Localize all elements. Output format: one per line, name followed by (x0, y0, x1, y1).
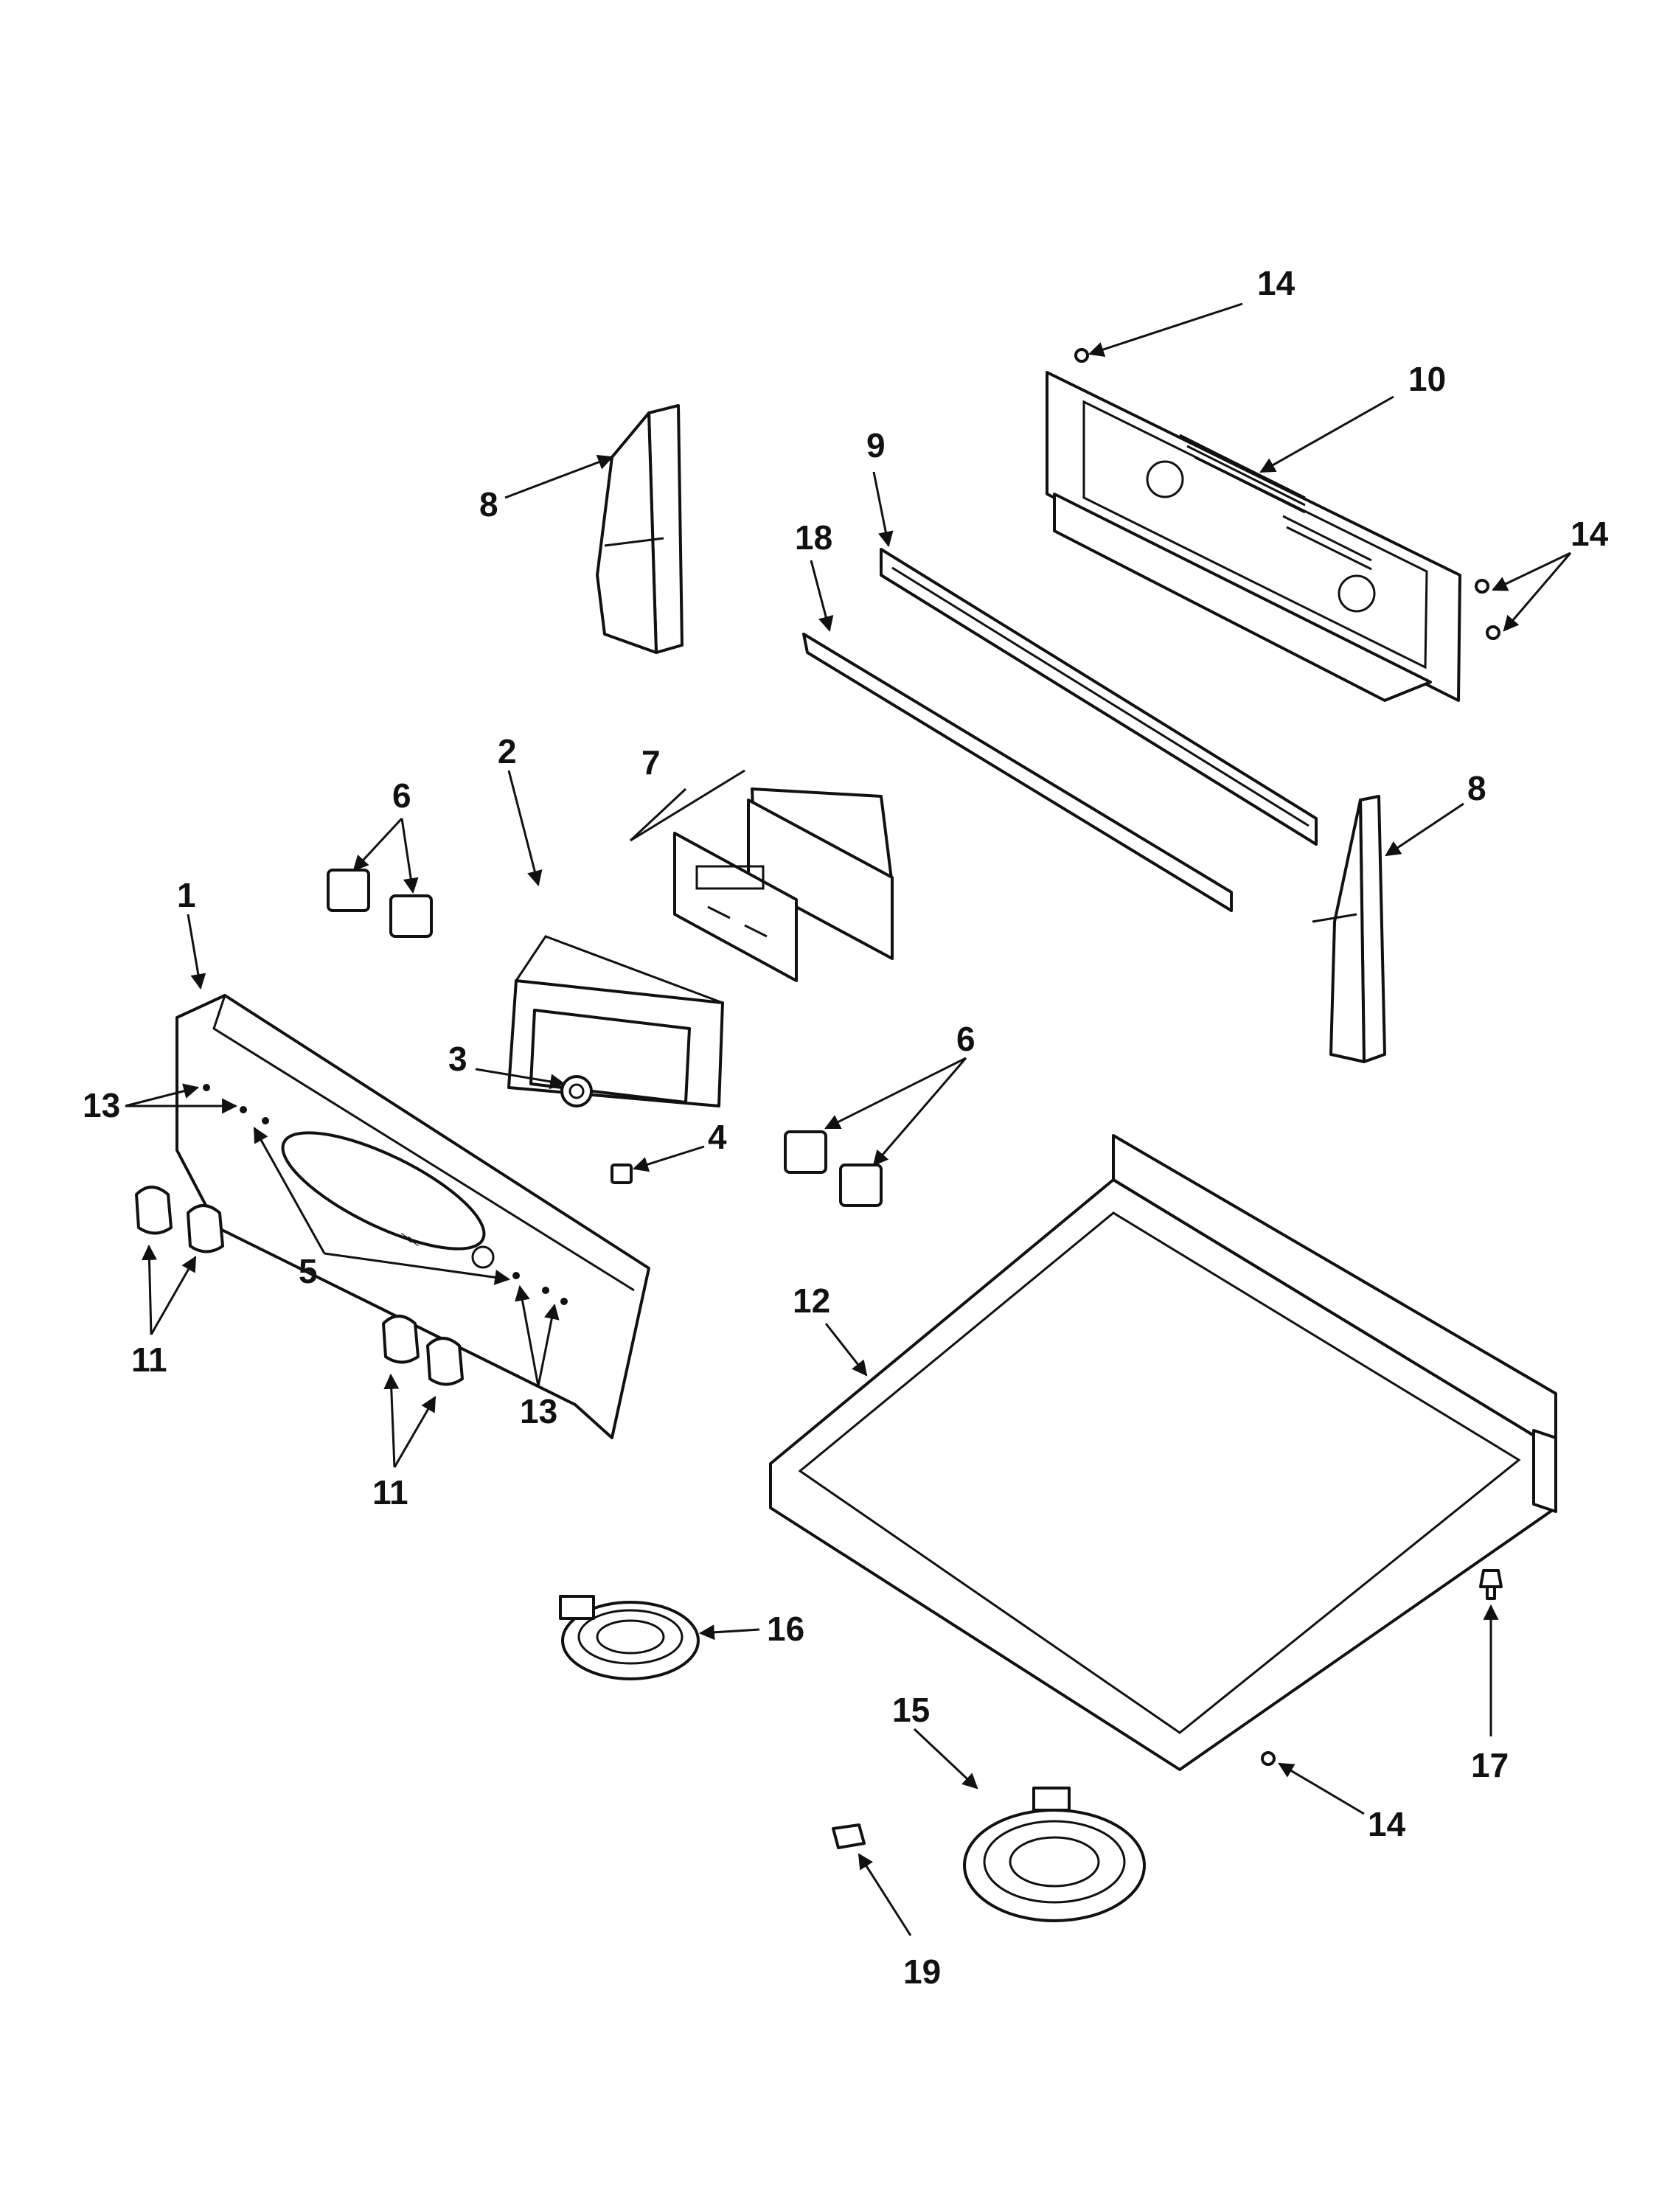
part-19-clip (832, 1823, 866, 1849)
part-6-switches-lower (784, 1130, 883, 1207)
callout-15: 15 (892, 1691, 930, 1729)
part-17-pin (1479, 1569, 1503, 1600)
callout-4: 4 (708, 1118, 727, 1156)
part-14-screws (1074, 348, 1500, 1766)
callout-2: 2 (498, 732, 517, 771)
callout-12: 12 (793, 1281, 830, 1320)
callout-13: 13 (83, 1086, 120, 1124)
callout-19: 19 (903, 1952, 941, 1991)
part-11-knobs-left (135, 1186, 224, 1253)
callout-labels: 14 10 14 9 18 8 8 7 2 6 6 1 3 4 13 5 11 … (83, 264, 1609, 1991)
leader-lines (125, 302, 1572, 1936)
part-3-indicator-light (560, 1075, 593, 1107)
callout-14: 14 (1368, 1805, 1406, 1843)
callout-18: 18 (795, 518, 832, 557)
part-11-knobs-right (382, 1315, 464, 1386)
callout-11: 11 (131, 1340, 167, 1379)
part-16-heating-element (559, 1595, 700, 1680)
callout-13: 13 (520, 1392, 557, 1430)
part-8-left-bracket (596, 404, 684, 654)
part-4-small-switch (611, 1164, 633, 1184)
part-12-cooktop (769, 1134, 1557, 1771)
callout-7: 7 (641, 743, 661, 782)
part-18-rod (802, 633, 1233, 912)
callout-8: 8 (479, 485, 498, 524)
callout-11: 11 (372, 1473, 408, 1512)
callout-5: 5 (299, 1252, 318, 1290)
callout-16: 16 (767, 1610, 804, 1648)
callout-14: 14 (1257, 264, 1295, 302)
part-10-rear-bracket (1046, 371, 1461, 702)
part-1-control-panel: ≈≈≈ (175, 994, 650, 1439)
callout-17: 17 (1471, 1746, 1509, 1784)
callout-10: 10 (1408, 360, 1446, 398)
callout-9: 9 (866, 426, 886, 465)
part-9-trim-strip (880, 548, 1318, 846)
callout-1: 1 (177, 876, 196, 914)
callout-6: 6 (956, 1020, 975, 1058)
part-8-right-bracket (1312, 795, 1386, 1063)
part-6-switches-upper (327, 869, 433, 938)
callout-6: 6 (392, 776, 411, 815)
part-15-heating-element (963, 1787, 1146, 1922)
callout-8: 8 (1467, 769, 1486, 807)
part-7-control-board (673, 787, 894, 982)
callout-3: 3 (448, 1040, 467, 1078)
callout-14: 14 (1571, 515, 1609, 553)
